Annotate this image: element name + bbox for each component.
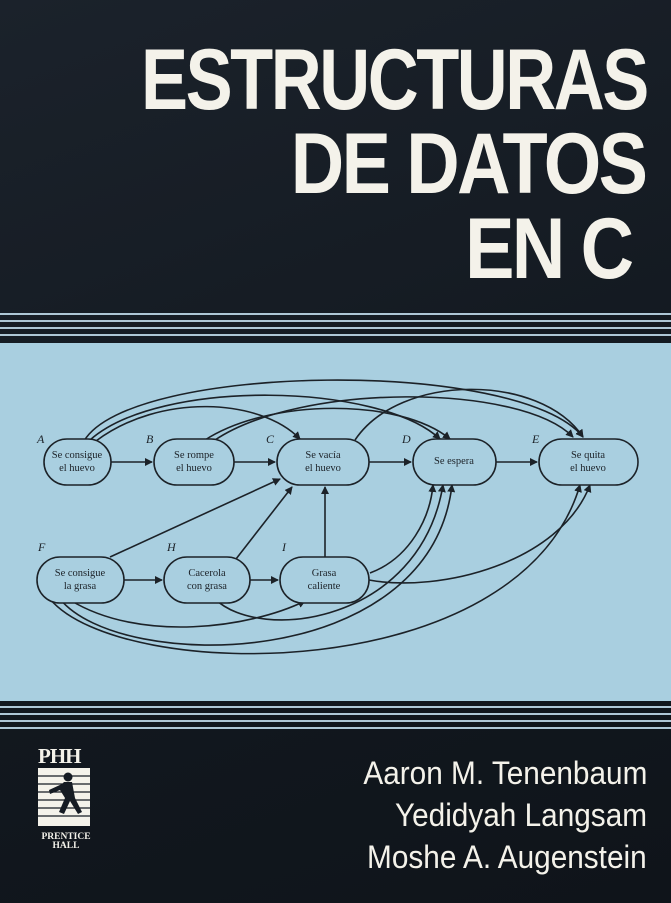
node-e-line2: el huevo — [570, 463, 606, 474]
edge-a-d — [89, 394, 441, 441]
node-letter-c: C — [266, 432, 275, 446]
precedence-graph — [36, 379, 639, 655]
edge-b-d — [204, 407, 451, 441]
node-c-line1: Se vacía — [305, 450, 341, 461]
node-letter-b: B — [146, 432, 154, 446]
node-letter-h: H — [167, 540, 176, 554]
node-label-f: Se consigue la grasa — [32, 567, 128, 593]
node-letter-i: I — [282, 540, 286, 554]
node-a-line1: Se consigue — [51, 450, 103, 461]
publisher-mark: PHH — [38, 744, 81, 768]
edge-f-e — [49, 484, 582, 655]
edge-i-d — [369, 484, 437, 574]
node-label-h: Cacerola con grasa — [159, 567, 255, 593]
node-i-line2: caliente — [307, 581, 341, 592]
node-label-e: Se quita el huevo — [540, 449, 636, 475]
node-a — [43, 438, 112, 486]
node-h-line1: Cacerola — [188, 568, 226, 579]
edge-b-e — [214, 396, 574, 441]
node-letter-a: A — [37, 432, 45, 446]
edge-f-c — [109, 478, 281, 558]
node-i — [279, 556, 370, 604]
author-1: Aaron M. Tenenbaum — [363, 755, 647, 791]
diagram-panel: A B C D E F H I Se consigue el huevo Se … — [0, 343, 671, 701]
node-f-line1: Se consigue — [54, 568, 106, 579]
edge-a-c — [95, 405, 301, 442]
node-d — [412, 438, 497, 486]
graph-edges — [49, 379, 592, 655]
edge-h-c — [235, 486, 293, 560]
node-b — [153, 438, 235, 486]
stripe-band-bottom — [0, 706, 671, 734]
node-c — [276, 438, 370, 486]
node-e-line1: Se quita — [570, 450, 606, 461]
node-label-c: Se vacía el huevo — [275, 449, 371, 475]
node-b-line1: Se rompe — [174, 450, 214, 461]
edge-h-d — [214, 484, 446, 621]
edge-f-i — [69, 599, 306, 628]
stripe-band-top — [0, 313, 671, 341]
node-label-a: Se consigue el huevo — [29, 449, 125, 475]
publisher-name-line1: PRENTICE — [41, 832, 91, 842]
node-label-d: Se espera — [406, 455, 502, 468]
node-h — [163, 556, 251, 604]
node-letter-d: D — [402, 432, 411, 446]
publisher-name-line2: HALL — [52, 841, 80, 851]
title-line-2: DE DATOS — [290, 116, 647, 212]
edge-i-e — [368, 484, 592, 584]
node-label-i: Grasa caliente — [276, 567, 372, 593]
node-f-line2: la grasa — [63, 581, 97, 592]
node-label-b: Se rompe el huevo — [146, 449, 242, 475]
node-h-line2: con grasa — [187, 581, 227, 592]
node-letter-f: F — [38, 540, 46, 554]
title-line-1: ESTRUCTURAS — [141, 32, 649, 128]
author-3: Moshe A. Augenstein — [367, 839, 647, 875]
node-i-line1: Grasa — [311, 568, 337, 579]
edge-a-e — [83, 379, 584, 442]
node-letter-e: E — [532, 432, 540, 446]
edge-f-d — [59, 484, 456, 646]
node-b-line2: el huevo — [176, 463, 212, 474]
author-2: Yedidyah Langsam — [394, 797, 647, 833]
node-e — [538, 438, 639, 486]
publisher-logo: PHH PRENTICE HALL — [28, 744, 102, 864]
runner-logo-icon — [38, 768, 90, 826]
node-c-line2: el huevo — [305, 463, 341, 474]
node-f — [36, 556, 125, 604]
node-a-line2: el huevo — [59, 463, 95, 474]
title-line-3: EN C — [464, 201, 634, 297]
graph-nodes — [36, 438, 639, 604]
edge-c-e — [354, 388, 584, 441]
node-d-line1: Se espera — [434, 456, 474, 467]
